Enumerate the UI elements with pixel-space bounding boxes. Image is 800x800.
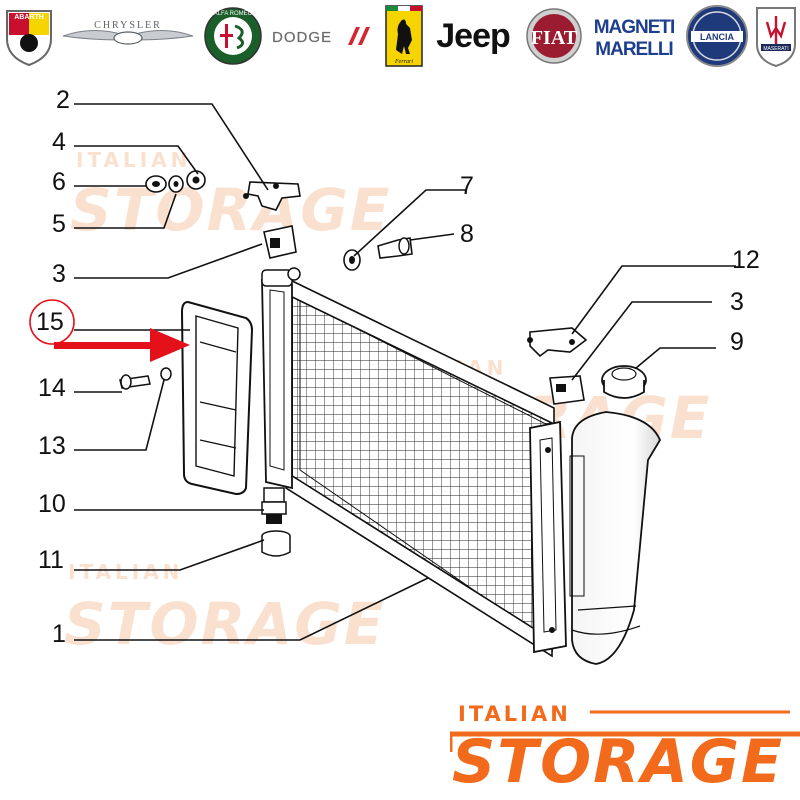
radiator-core [261,267,662,665]
magneti-marelli-logo-icon: MAGNETI MARELLI [588,4,680,68]
part-2-bracket [243,181,301,211]
part-14-screw [119,374,151,390]
callout-15-highlight-circle [29,299,75,345]
callout-label-9: 9 [730,328,744,356]
svg-text:MAGNETI: MAGNETI [594,17,675,38]
callout-label-8: 8 [460,220,474,248]
part-8-screw [377,237,413,259]
lancia-logo-icon: LANCIA [684,4,750,68]
red-pointer-arrow [54,328,190,362]
watermark-italian-1: ITALIAN [76,148,192,172]
watermark-storage-3: STORAGE [64,590,386,658]
watermark-storage-1: STORAGE [70,176,392,244]
svg-text:ALFA ROMEO: ALFA ROMEO [214,11,253,17]
svg-text:Ferrari: Ferrari [394,59,413,65]
callout-label-15: 15 [36,308,64,336]
callout-label-11: 11 [38,546,64,574]
part-5-washer [168,175,184,193]
abarth-logo-icon: ABARTH [2,4,56,68]
callout-label-3-right: 3 [730,288,744,316]
part-13-washer [160,367,172,381]
svg-text:MARELLI: MARELLI [595,39,673,60]
logo-storage-text: STORAGE [452,727,785,797]
callout-label-3-upper: 3 [52,260,66,288]
part-4-nut [186,170,206,190]
part-15-seal-frame [180,300,254,496]
callout-leader-lines [74,103,736,641]
svg-text:CHRYSLER: CHRYSLER [94,20,162,31]
callout-label-5: 5 [52,210,66,238]
watermark-italian-3: ITALIAN [68,560,184,584]
callout-label-4: 4 [52,128,66,156]
callout-label-6: 6 [52,168,66,196]
jeep-logo-icon: Jeep [430,4,516,68]
part-6-nut [145,175,167,193]
part-3-mount-right [549,375,585,405]
part-12-bracket [527,327,588,358]
part-3-mount-upper [263,225,297,259]
part-10-drain-plug [261,487,287,524]
callout-label-14: 14 [38,374,66,402]
fiat-logo-icon: FIAT [524,4,584,68]
svg-text:LANCIA: LANCIA [700,32,734,42]
svg-text:MASERATI: MASERATI [763,46,788,52]
part-9-cap [601,365,647,399]
jeep-wordmark: Jeep [436,16,510,55]
part-11-grommet [261,530,291,557]
ferrari-logo-icon: Ferrari [384,4,424,68]
alfa-romeo-logo-icon: ALFA ROMEO [202,4,264,68]
callout-label-2: 2 [56,86,70,114]
callout-label-1: 1 [52,620,66,648]
svg-text:DODGE: DODGE [272,29,332,46]
callout-label-7: 7 [460,172,474,200]
italian-storage-logo: ITALIAN STORAGE [450,700,800,800]
maserati-logo-icon: MASERATI [752,4,800,68]
svg-text:ABARTH: ABARTH [14,14,44,21]
chrysler-logo-icon: CHRYSLER [60,4,196,68]
callout-label-13: 13 [38,432,66,460]
brand-logo-bar: ABARTH CHRYSLER ALFA ROMEO [0,0,800,72]
svg-text:FIAT: FIAT [531,27,578,49]
callout-label-10: 10 [38,490,66,518]
callout-label-12: 12 [732,246,760,274]
dodge-logo-icon: DODGE [270,4,374,68]
logo-italian-text: ITALIAN [458,702,571,726]
